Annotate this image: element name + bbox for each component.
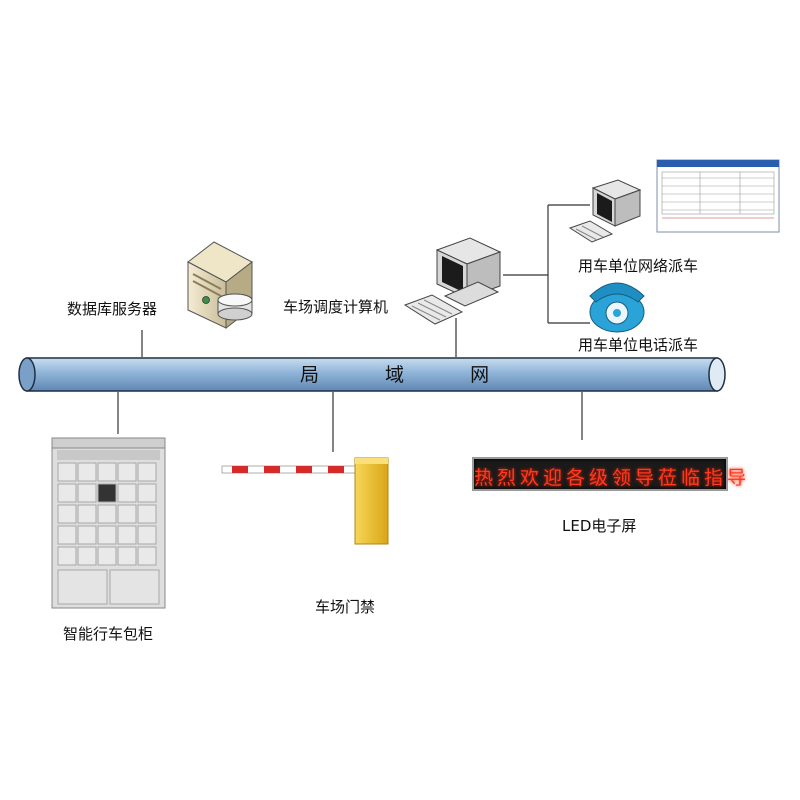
- node-label-gate: 车场门禁: [315, 598, 376, 616]
- node-label-phone-dispatch: 用车单位电话派车: [578, 336, 699, 354]
- network-pipe: [18, 357, 726, 392]
- desktop-computer-icon: [568, 179, 642, 243]
- barrier-gate-icon: [221, 457, 389, 545]
- rotary-phone-icon: [589, 282, 645, 333]
- led-display-icon: 热烈欢迎各级领导莅临指导: [472, 457, 751, 491]
- node-label-dispatch-computer: 车场调度计算机: [283, 298, 389, 316]
- locker-cabinet-icon: [51, 437, 166, 609]
- dispatch-form-window: [656, 159, 780, 233]
- node-label-database-server: 数据库服务器: [67, 300, 158, 318]
- server-icon: [187, 241, 253, 330]
- desktop-computer-icon: [403, 237, 502, 325]
- node-label-led-screen: LED电子屏: [562, 517, 637, 535]
- node-label-smart-locker: 智能行车包柜: [63, 625, 154, 643]
- network-label: 局 域 网: [300, 364, 520, 386]
- node-label-network-dispatch: 用车单位网络派车: [578, 257, 699, 275]
- led-message: 热烈欢迎各级领导莅临指导: [474, 467, 751, 489]
